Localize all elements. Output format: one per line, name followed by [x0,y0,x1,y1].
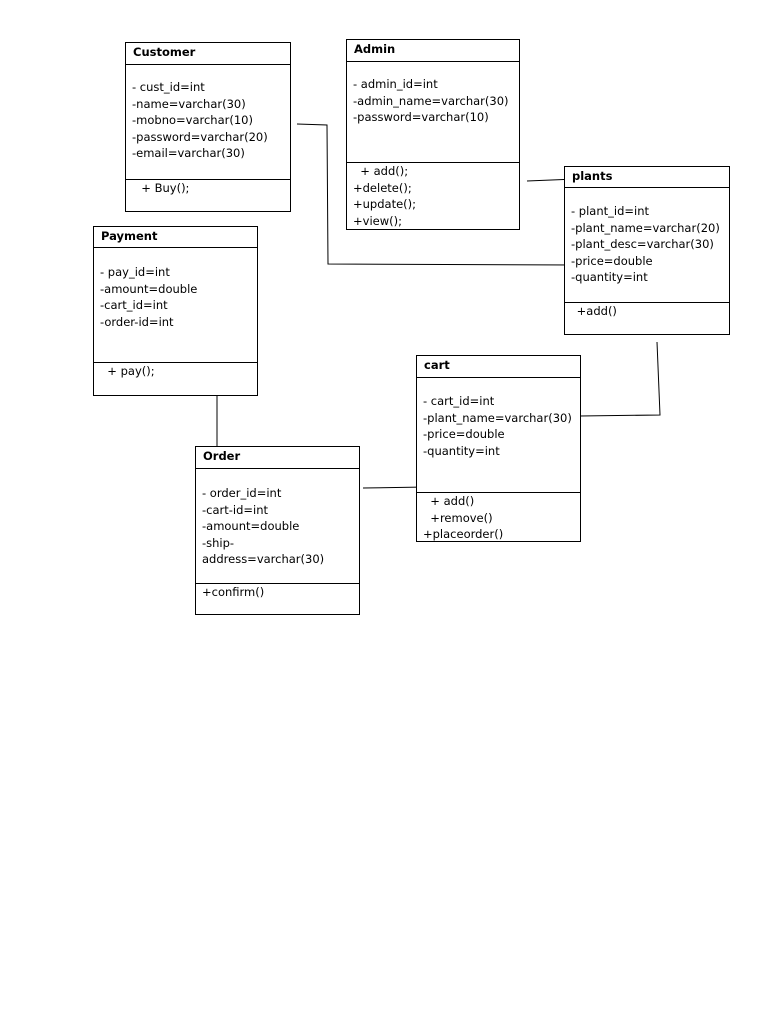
method: + add(); [353,164,409,178]
methods-customer: + Buy(); [126,180,290,197]
attribute: -plant_name=varchar(20) [571,220,720,235]
attributes-cart: - cart_id=int -plant_name=varchar(30) -p… [417,378,580,493]
methods-plants: +add() [565,303,729,320]
attribute: - cart_id=int [423,394,495,408]
class-customer: Customer - cust_id=int -name=varchar(30)… [125,42,291,212]
attribute: -name=varchar(30) [132,96,246,111]
method: + Buy(); [134,181,190,195]
method: +view(); [353,213,402,228]
class-payment: Payment - pay_id=int -amount=double -car… [93,226,258,396]
attributes-plants: - plant_id=int -plant_name=varchar(20) -… [565,188,729,303]
attribute: -password=varchar(20) [132,129,268,144]
connector-order-cart [362,486,427,489]
attribute: -quantity=int [571,270,648,284]
method: +delete(); [353,180,412,195]
attribute: -plant_name=varchar(30) [423,410,572,425]
attributes-customer: - cust_id=int -name=varchar(30) -mobno=v… [126,65,290,180]
attribute: -amount=double [100,281,198,296]
class-cart: cart - cart_id=int -plant_name=varchar(3… [416,355,581,542]
class-name-customer: Customer [126,43,290,65]
attribute: address=varchar(30) [202,552,325,566]
class-plants: plants - plant_id=int -plant_name=varcha… [564,166,730,335]
methods-order: +confirm() [196,584,359,601]
method: + pay(); [100,364,155,378]
attribute: -order-id=int [100,314,174,329]
attribute: -price=double [571,253,653,268]
method: +placeorder() [423,527,504,541]
methods-cart: + add() +remove() +placeorder() [417,493,580,543]
attribute: -admin_name=varchar(30) [353,93,509,108]
attribute: -password=varchar(10) [353,110,489,124]
connector-customer-plants [296,123,577,266]
attribute: -cart_id=int [100,298,168,312]
attribute: - cust_id=int [132,80,205,94]
attributes-payment: - pay_id=int -amount=double -cart_id=int… [94,248,257,363]
methods-admin: + add(); +delete(); +update(); +view(); [347,163,519,229]
attribute: -cart-id=int [202,502,269,517]
class-name-cart: cart [417,356,580,378]
attributes-admin: - admin_id=int -admin_name=varchar(30) -… [347,62,519,163]
class-name-payment: Payment [94,227,257,248]
attribute: - plant_id=int [571,204,650,218]
attribute: -quantity=int [423,443,500,458]
method: +confirm() [202,585,265,599]
method: +update(); [353,197,417,211]
method: + add() [423,494,475,508]
method: +remove() [423,510,493,525]
methods-payment: + pay(); [94,363,257,380]
attribute: -plant_desc=varchar(30) [571,237,714,251]
class-name-order: Order [196,447,359,469]
attribute: -price=double [423,427,505,441]
attribute: -mobno=varchar(10) [132,113,253,127]
method: +add() [573,304,617,318]
class-admin: Admin - admin_id=int -admin_name=varchar… [346,39,520,230]
attribute: - pay_id=int [100,265,170,279]
connector-plants-cart [579,341,661,417]
attribute: - order_id=int [202,486,282,500]
attributes-order: - order_id=int -cart-id=int -amount=doub… [196,469,359,584]
class-name-admin: Admin [347,40,519,62]
class-name-plants: plants [565,167,729,188]
attribute: -amount=double [202,519,300,533]
class-order: Order - order_id=int -cart-id=int -amoun… [195,446,360,615]
attribute: -email=varchar(30) [132,146,245,160]
attribute: - admin_id=int [353,77,438,91]
attribute: -ship- [202,535,235,550]
